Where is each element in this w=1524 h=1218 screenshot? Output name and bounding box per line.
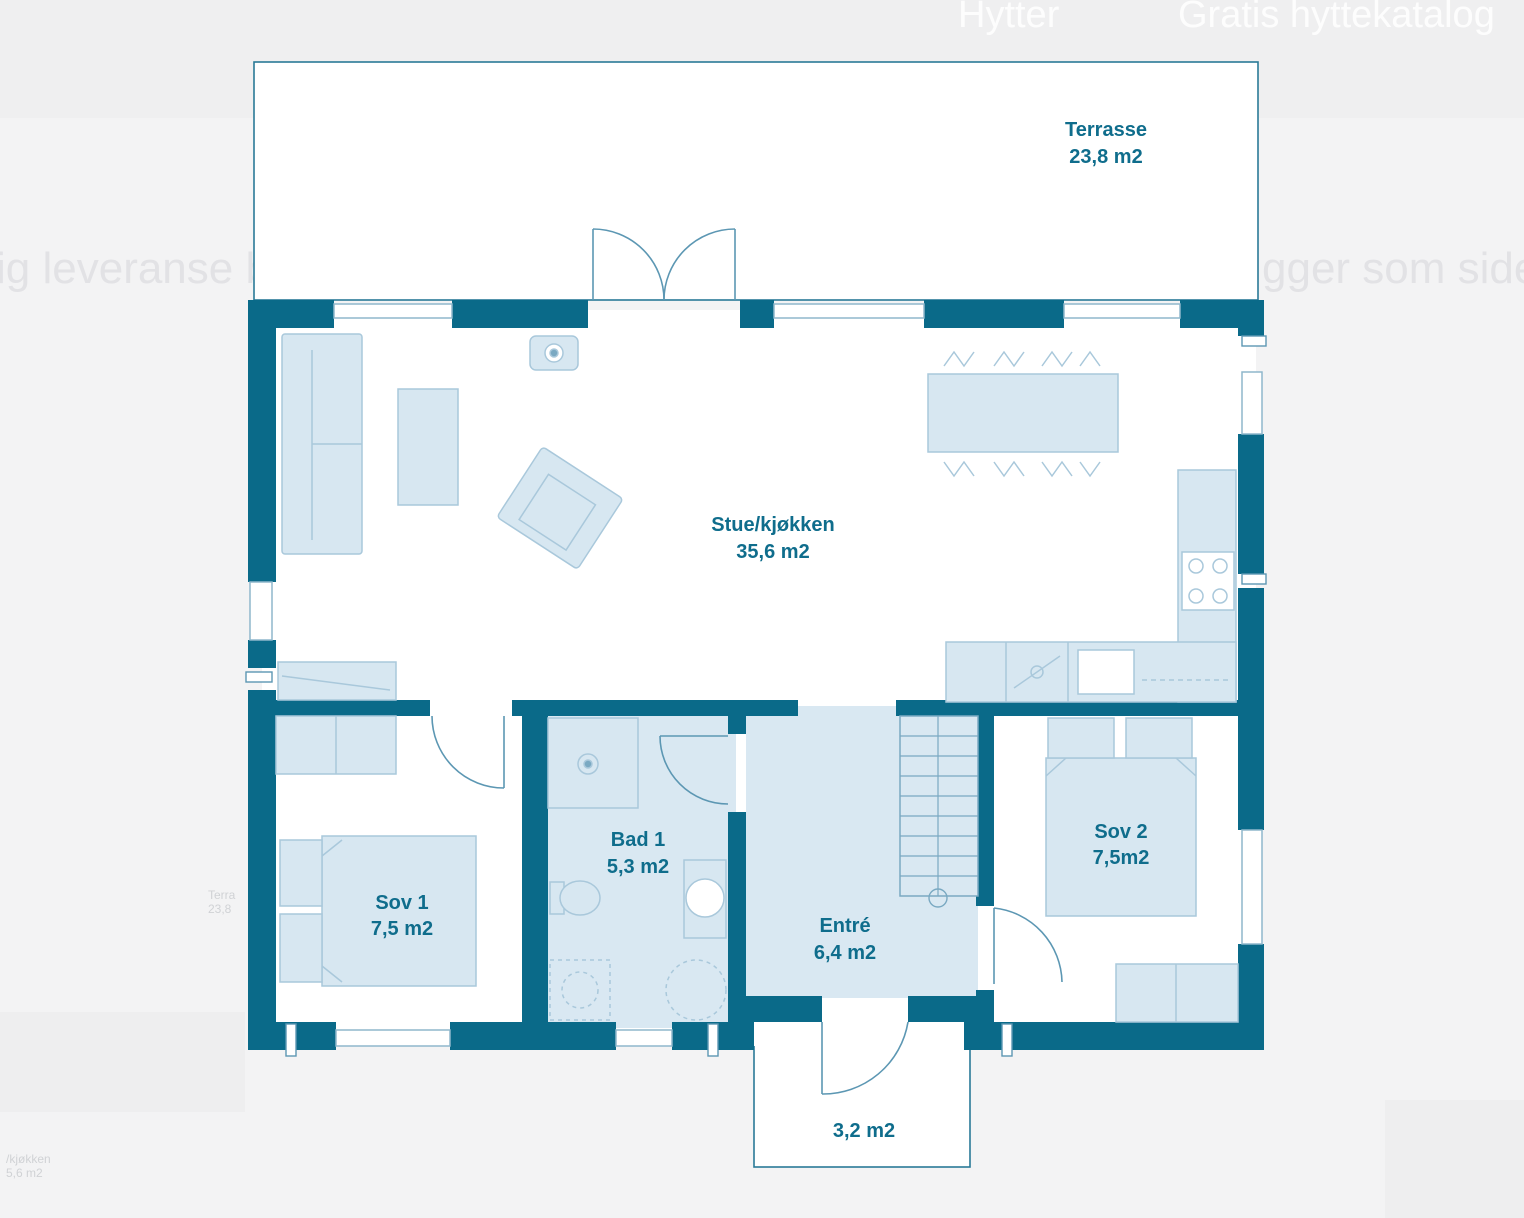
room-area: 5,3 m2 [607,856,669,878]
sofa [281,333,363,555]
fireplace [529,335,579,371]
room-area: 7,5 m2 [371,918,433,940]
room-area: 35,6 m2 [736,541,809,563]
kitchen-counter [945,469,1237,703]
armchair [497,447,623,569]
nav-link-hytter[interactable]: Hytter [958,0,1060,36]
room-label-sov2: Sov 2 7,5m2 [1093,821,1150,869]
room-name: Terrasse [1065,119,1147,141]
staircase [899,715,979,908]
room-area: 23,8 m2 [1069,146,1142,168]
wardrobe-sov2 [1115,963,1239,1023]
room-area: 6,4 m2 [814,942,876,964]
exterior-lamps [245,335,1267,1057]
terrace-area [253,61,1259,301]
room-label-stue: Stue/kjøkken 35,6 m2 [711,514,834,563]
background-text-left: ig leveranse b [0,244,270,293]
room-name: Entré [819,915,870,937]
room-label-terrasse: Terrasse 23,8 m2 [1065,119,1147,168]
room-name: Stue/kjøkken [711,514,834,536]
sideboard [277,661,397,701]
room-label-porch: 3,2 m2 [833,1120,895,1142]
dining-table [927,350,1119,478]
bed-sov1 [279,835,477,987]
windows [249,303,1263,1047]
toilet [549,880,601,916]
shower [547,717,639,809]
wardrobe-sov1 [275,715,397,775]
washbasin [683,859,727,939]
room-name: Sov 2 [1094,821,1147,843]
room-label-bad1: Bad 1 5,3 m2 [607,829,669,878]
background-card [0,1012,245,1112]
background-card [1385,1100,1524,1218]
door-swings [431,228,1063,1095]
walls [248,300,1264,1050]
nav-link-katalog[interactable]: Gratis hyttekatalog [1178,0,1495,36]
room-name: Bad 1 [611,829,665,851]
room-name: Sov 1 [375,892,428,914]
room-label-entre: Entré 6,4 m2 [814,915,876,964]
porch-area [753,1021,971,1168]
washing-machine [549,959,727,1021]
bed-sov2 [1045,717,1197,917]
room-area: 3,2 m2 [833,1120,895,1142]
background-text-right: gger som side [1262,244,1524,293]
room-label-sov1: Sov 1 7,5 m2 [371,892,433,940]
coffee-table [397,388,459,506]
room-area: 7,5m2 [1093,847,1150,869]
